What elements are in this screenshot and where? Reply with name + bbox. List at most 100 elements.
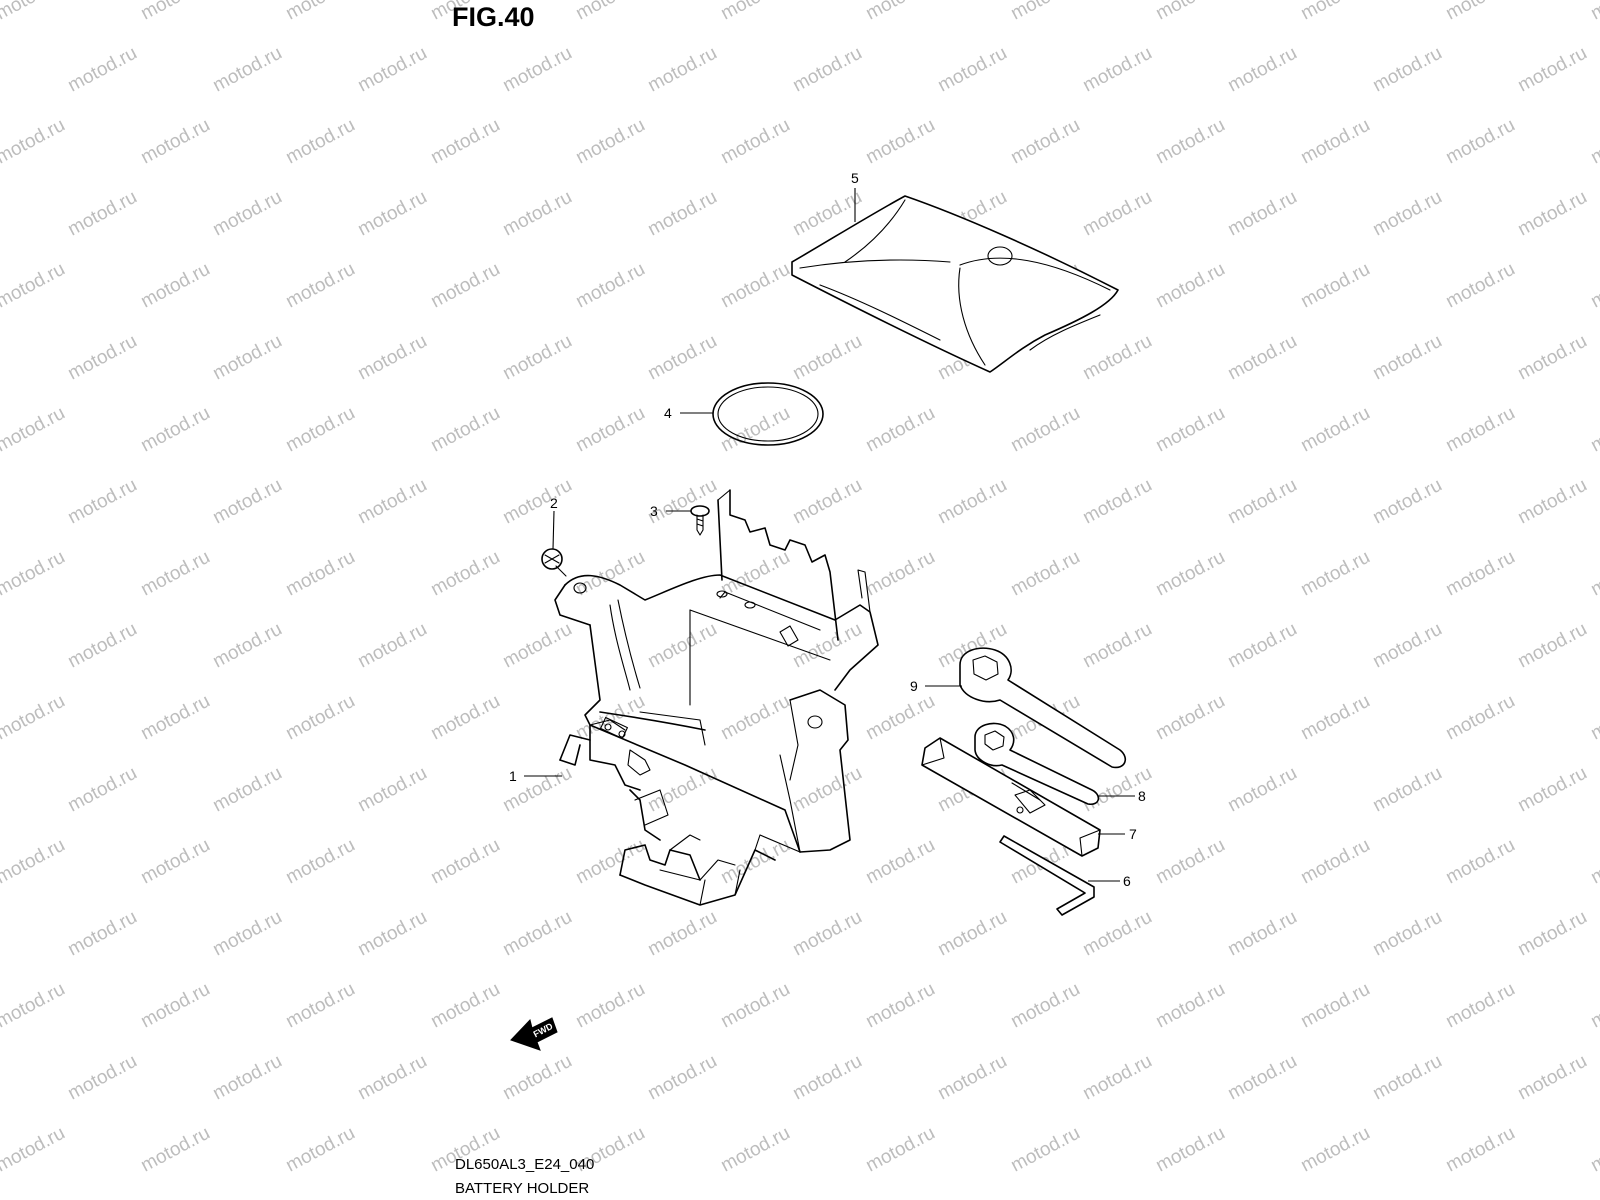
watermark-text: motod.ru bbox=[427, 835, 503, 889]
callout-8: 8 bbox=[1138, 788, 1146, 804]
watermark-text: motod.ru bbox=[1079, 331, 1155, 385]
part-5-tool-bag[interactable] bbox=[791, 195, 1119, 373]
watermark-text: motod.ru bbox=[1152, 115, 1228, 169]
watermark-text: motod.ru bbox=[1152, 835, 1228, 889]
watermark-text: motod.ru bbox=[1297, 979, 1373, 1033]
watermark-text: motod.ru bbox=[1079, 43, 1155, 97]
watermark-text: motod.ru bbox=[1514, 43, 1590, 97]
watermark-text: motod.ru bbox=[789, 43, 865, 97]
watermark-text: motod.ru bbox=[1514, 619, 1590, 673]
watermark-text: motod.ru bbox=[1514, 763, 1590, 817]
watermark-text: motod.ru bbox=[572, 115, 648, 169]
watermark-text: motod.ru bbox=[1297, 691, 1373, 745]
watermark-text: motod.ru bbox=[1224, 43, 1300, 97]
watermark-text: motod.ru bbox=[644, 331, 720, 385]
watermark-text: motod.ru bbox=[789, 907, 865, 961]
part-9-spanner[interactable] bbox=[959, 647, 1127, 769]
watermark-text: motod.ru bbox=[717, 979, 793, 1033]
watermark-text: motod.ru bbox=[644, 763, 720, 817]
watermark-text: motod.ru bbox=[209, 1051, 285, 1105]
figure-title: FIG.40 bbox=[452, 2, 535, 32]
watermark-text: motod.ru bbox=[789, 763, 865, 817]
watermark-text: motod.ru bbox=[209, 763, 285, 817]
watermark-text: motod.ru bbox=[862, 979, 938, 1033]
watermark-text: motod.ru bbox=[1587, 403, 1600, 457]
watermark-text: motod.ru bbox=[499, 331, 575, 385]
watermark-text: motod.ru bbox=[137, 547, 213, 601]
watermark-text: motod.ru bbox=[644, 1051, 720, 1105]
part-7-box-wrench[interactable] bbox=[921, 737, 1101, 857]
watermark-text: motod.ru bbox=[1297, 0, 1373, 24]
watermark-text: motod.ru bbox=[499, 475, 575, 529]
watermark-text: motod.ru bbox=[427, 691, 503, 745]
watermark-text: motod.ru bbox=[1152, 547, 1228, 601]
watermark-text: motod.ru bbox=[1442, 979, 1518, 1033]
watermark-text: motod.ru bbox=[862, 1123, 938, 1177]
watermark-text: motod.ru bbox=[282, 691, 358, 745]
part-2-bolt[interactable] bbox=[541, 548, 567, 577]
watermark-text: motod.ru bbox=[282, 1123, 358, 1177]
part-1-battery-holder[interactable] bbox=[554, 489, 879, 906]
watermark-text: motod.ru bbox=[282, 403, 358, 457]
part-8-spanner[interactable] bbox=[974, 722, 1100, 805]
part-4-band[interactable] bbox=[712, 382, 824, 446]
part-6-hex-key[interactable] bbox=[999, 835, 1095, 916]
watermark-text: motod.ru bbox=[644, 187, 720, 241]
watermark-text: motod.ru bbox=[64, 619, 140, 673]
watermark-text: motod.ru bbox=[1152, 1123, 1228, 1177]
watermark-text: motod.ru bbox=[1224, 475, 1300, 529]
watermark-text: motod.ru bbox=[354, 1051, 430, 1105]
watermark-text: motod.ru bbox=[717, 115, 793, 169]
watermark-text: motod.ru bbox=[354, 763, 430, 817]
watermark-text: motod.ru bbox=[862, 0, 938, 24]
watermark-text: motod.ru bbox=[644, 475, 720, 529]
watermark-text: motod.ru bbox=[282, 259, 358, 313]
leader-lines bbox=[524, 188, 1135, 882]
watermark-text: motod.ru bbox=[717, 835, 793, 889]
watermark-text: motod.ru bbox=[0, 115, 69, 169]
callout-1: 1 bbox=[509, 768, 517, 784]
watermark-text: motod.ru bbox=[1224, 187, 1300, 241]
watermark-text: motod.ru bbox=[1442, 835, 1518, 889]
watermark-text: motod.ru bbox=[1587, 979, 1600, 1033]
watermark-text: motod.ru bbox=[0, 403, 69, 457]
watermark-text: motod.ru bbox=[1297, 835, 1373, 889]
watermark-text: motod.ru bbox=[64, 763, 140, 817]
watermark-text: motod.ru bbox=[64, 475, 140, 529]
callout-labels: 5 4 3 2 1 9 8 7 6 bbox=[509, 170, 1146, 889]
watermark-text: motod.ru bbox=[354, 331, 430, 385]
watermark-text: motod.ru bbox=[64, 331, 140, 385]
watermark-text: motod.ru bbox=[572, 0, 648, 24]
watermark-text: motod.ru bbox=[209, 907, 285, 961]
watermark-text: motod.ru bbox=[427, 403, 503, 457]
watermark-text: motod.ru bbox=[1587, 259, 1600, 313]
watermark-text: motod.ru bbox=[1224, 907, 1300, 961]
watermark-text: motod.ru bbox=[64, 1051, 140, 1105]
watermark-text: motod.ru bbox=[137, 403, 213, 457]
part-3-screw[interactable] bbox=[690, 505, 710, 536]
watermark-text: motod.ru bbox=[934, 475, 1010, 529]
watermark-text: motod.ru bbox=[862, 835, 938, 889]
watermark-text: motod.ru bbox=[0, 979, 69, 1033]
callout-6: 6 bbox=[1123, 873, 1131, 889]
watermark-text: motod.ru bbox=[934, 43, 1010, 97]
watermark-text: motod.ru bbox=[789, 619, 865, 673]
watermark-text: motod.ru bbox=[1007, 115, 1083, 169]
watermark-text: motod.ru bbox=[1587, 691, 1600, 745]
watermark-text: motod.ru bbox=[1152, 0, 1228, 24]
watermark-text: motod.ru bbox=[1152, 979, 1228, 1033]
watermark-text: motod.ru bbox=[0, 691, 69, 745]
watermark-text: motod.ru bbox=[862, 115, 938, 169]
callout-7: 7 bbox=[1129, 826, 1137, 842]
watermark-text: motod.ru bbox=[1079, 907, 1155, 961]
watermark-text: motod.ru bbox=[1297, 547, 1373, 601]
watermark-text: motod.ru bbox=[1442, 0, 1518, 24]
watermark-text: motod.ru bbox=[0, 1123, 69, 1177]
watermark-text: motod.ru bbox=[934, 907, 1010, 961]
watermark-text: motod.ru bbox=[717, 547, 793, 601]
watermark-text: motod.ru bbox=[209, 475, 285, 529]
watermark-text: motod.ru bbox=[1297, 115, 1373, 169]
callout-5: 5 bbox=[851, 170, 859, 186]
watermark-text: motod.ru bbox=[1224, 763, 1300, 817]
